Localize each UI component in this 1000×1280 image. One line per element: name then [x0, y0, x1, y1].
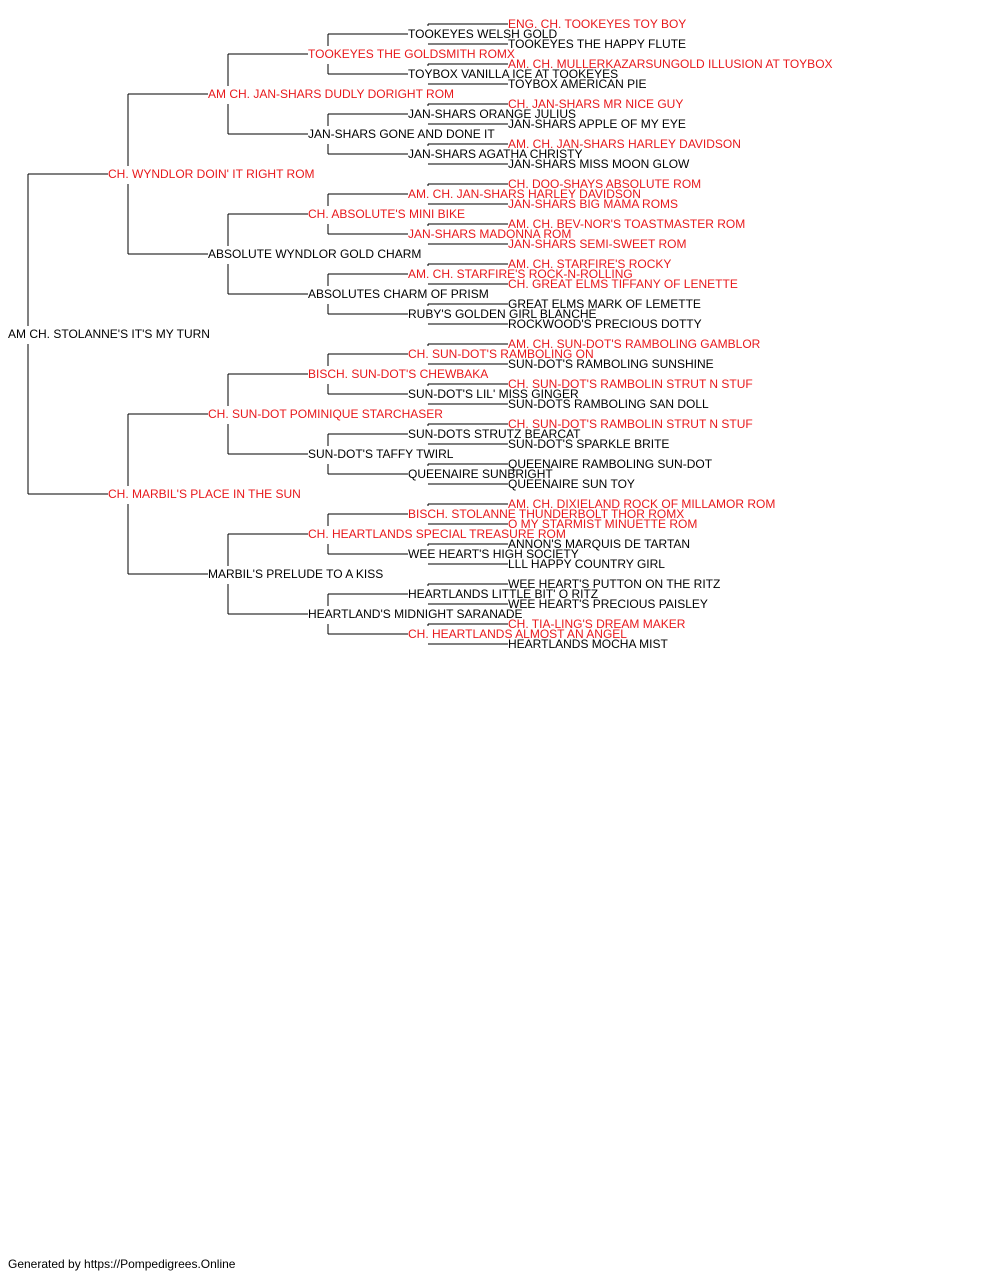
grandparent-name: AM CH. JAN-SHARS DUDLY DORIGHT ROM [208, 87, 454, 101]
gen4-ancestor-name: AM. CH. JAN-SHARS HARLEY DAVIDSON [408, 187, 641, 201]
great-grandparent-name: HEARTLAND'S MIDNIGHT SARANADE [308, 607, 523, 621]
gen5-ancestor-name: AM. CH. JAN-SHARS HARLEY DAVIDSON [508, 137, 741, 151]
gen5-ancestor-name: O MY STARMIST MINUETTE ROM [508, 517, 697, 531]
grandparent-name: ABSOLUTE WYNDLOR GOLD CHARM [208, 247, 421, 261]
gen5-ancestor-name: LLL HAPPY COUNTRY GIRL [508, 557, 665, 571]
gen4-ancestor-name: BISCH. STOLANNE THUNDERBOLT THOR ROMX [408, 507, 684, 521]
gen5-ancestor-name: WEE HEART'S PRECIOUS PAISLEY [508, 597, 708, 611]
great-grandparent-name: ABSOLUTES CHARM OF PRISM [308, 287, 489, 301]
gen5-ancestor-name: CH. GREAT ELMS TIFFANY OF LENETTE [508, 277, 738, 291]
parent-name: CH. WYNDLOR DOIN' IT RIGHT ROM [108, 167, 315, 181]
grandparent-name: MARBIL'S PRELUDE TO A KISS [208, 567, 383, 581]
gen5-ancestor-name: ROCKWOOD'S PRECIOUS DOTTY [508, 317, 702, 331]
gen5-ancestor-name: CH. JAN-SHARS MR NICE GUY [508, 97, 683, 111]
gen5-ancestor-name: AM. CH. DIXIELAND ROCK OF MILLAMOR ROM [508, 497, 775, 511]
great-grandparent-name: CH. ABSOLUTE'S MINI BIKE [308, 207, 465, 221]
gen5-ancestor-name: GREAT ELMS MARK OF LEMETTE [508, 297, 701, 311]
gen5-ancestor-name: ANNON'S MARQUIS DE TARTAN [508, 537, 690, 551]
gen5-ancestor-name: JAN-SHARS BIG MAMA ROMS [508, 197, 678, 211]
gen5-ancestor-name: TOOKEYES THE HAPPY FLUTE [508, 37, 686, 51]
gen4-ancestor-name: SUN-DOTS STRUTZ BEARCAT [408, 427, 581, 441]
gen4-ancestor-name: RUBY'S GOLDEN GIRL BLANCHE [408, 307, 597, 321]
generated-by-footer: Generated by https://Pompedigrees.Online [8, 1257, 236, 1271]
gen5-ancestor-name: AM. CH. BEV-NOR'S TOASTMASTER ROM [508, 217, 745, 231]
gen5-ancestor-name: AM. CH. MULLERKAZARSUNGOLD ILLUSION AT T… [508, 57, 833, 71]
parent-name: CH. MARBIL'S PLACE IN THE SUN [108, 487, 301, 501]
gen5-ancestor-name: JAN-SHARS MISS MOON GLOW [508, 157, 690, 171]
great-grandparent-name: SUN-DOT'S TAFFY TWIRL [308, 447, 454, 461]
pedigree-connector-lines [27, 23, 508, 645]
gen5-ancestor-name: QUEENAIRE SUN TOY [508, 477, 635, 491]
gen4-ancestor-name: TOYBOX VANILLA ICE AT TOOKEYES [408, 67, 618, 81]
gen4-ancestor-name: JAN-SHARS MADONNA ROM [408, 227, 571, 241]
gen4-ancestor-name: CH. HEARTLANDS ALMOST AN ANGEL [408, 627, 627, 641]
gen5-ancestor-name: AM. CH. SUN-DOT'S RAMBOLING GAMBLOR [508, 337, 761, 351]
gen5-ancestor-name: ENG. CH. TOOKEYES TOY BOY [508, 17, 686, 31]
gen4-ancestor-name: AM. CH. STARFIRE'S ROCK-N-ROLLING [408, 267, 633, 281]
gen5-ancestor-name: CH. TIA-LING'S DREAM MAKER [508, 617, 686, 631]
root-dog-name: AM CH. STOLANNE'S IT'S MY TURN [8, 327, 210, 341]
pedigree-name-labels: AM CH. STOLANNE'S IT'S MY TURN CH. WYNDLO… [8, 17, 833, 651]
gen5-ancestor-name: JAN-SHARS APPLE OF MY EYE [508, 117, 686, 131]
gen4-ancestor-name: QUEENAIRE SUNBRIGHT [408, 467, 553, 481]
grandparent-name: CH. SUN-DOT POMINIQUE STARCHASER [208, 407, 443, 421]
great-grandparent-name: CH. HEARTLANDS SPECIAL TREASURE ROM [308, 527, 566, 541]
gen5-ancestor-name: CH. SUN-DOT'S RAMBOLIN STRUT N STUF [508, 377, 753, 391]
gen5-ancestor-name: SUN-DOT'S SPARKLE BRITE [508, 437, 669, 451]
great-grandparent-name: TOOKEYES THE GOLDSMITH ROMX [308, 47, 515, 61]
great-grandparent-name: BISCH. SUN-DOT'S CHEWBAKA [308, 367, 488, 381]
gen5-ancestor-name: HEARTLANDS MOCHA MIST [508, 637, 668, 651]
gen5-ancestor-name: SUN-DOTS RAMBOLING SAN DOLL [508, 397, 709, 411]
gen4-ancestor-name: WEE HEART'S HIGH SOCIETY [408, 547, 579, 561]
gen4-ancestor-name: JAN-SHARS ORANGE JULIUS [408, 107, 576, 121]
gen5-ancestor-name: CH. SUN-DOT'S RAMBOLIN STRUT N STUF [508, 417, 753, 431]
gen5-ancestor-name: CH. DOO-SHAYS ABSOLUTE ROM [508, 177, 701, 191]
gen5-ancestor-name: AM. CH. STARFIRE'S ROCKY [508, 257, 671, 271]
gen4-ancestor-name: TOOKEYES WELSH GOLD [408, 27, 557, 41]
gen5-ancestor-name: JAN-SHARS SEMI-SWEET ROM [508, 237, 686, 251]
gen4-ancestor-name: SUN-DOT'S LIL' MISS GINGER [408, 387, 579, 401]
gen5-ancestor-name: SUN-DOT'S RAMBOLING SUNSHINE [508, 357, 714, 371]
great-grandparent-name: JAN-SHARS GONE AND DONE IT [308, 127, 495, 141]
gen5-ancestor-name: WEE HEART'S PUTTON ON THE RITZ [508, 577, 720, 591]
gen4-ancestor-name: HEARTLANDS LITTLE BIT' O RITZ [408, 587, 598, 601]
gen4-ancestor-name: CH. SUN-DOT'S RAMBOLING ON [408, 347, 594, 361]
gen4-ancestor-name: JAN-SHARS AGATHA CHRISTY [408, 147, 582, 161]
gen5-ancestor-name: QUEENAIRE RAMBOLING SUN-DOT [508, 457, 713, 471]
gen5-ancestor-name: TOYBOX AMERICAN PIE [508, 77, 646, 91]
